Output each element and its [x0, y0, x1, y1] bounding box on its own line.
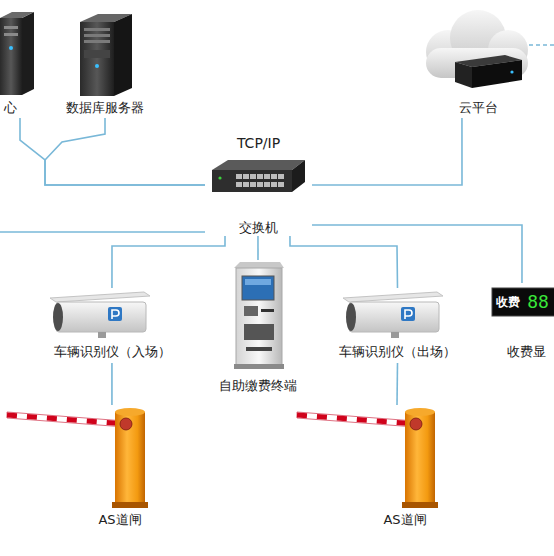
server-side [114, 14, 132, 96]
network-connector [312, 225, 522, 283]
camera-node: 车辆识别仪（入场） [45, 288, 180, 363]
kiosk-body [236, 268, 282, 366]
switch-led [218, 176, 221, 179]
network-connector [312, 118, 462, 185]
kiosk-ticket-slot [246, 347, 272, 351]
cloud-box-left [455, 62, 472, 88]
cloud-box-led [510, 70, 513, 73]
switch-top [212, 160, 305, 170]
protocol-heading: TCP/IP [205, 134, 312, 152]
node-label: 车辆识别仪（入场） [45, 344, 180, 360]
network-connector [112, 236, 225, 288]
switch-port [250, 182, 256, 187]
switch-port [278, 174, 284, 179]
kiosk-base [234, 364, 284, 369]
switch-port [236, 182, 242, 187]
kiosk-cap [234, 262, 284, 268]
display-caption: 收费 [493, 294, 523, 310]
barrier-icon [7, 408, 148, 508]
network-connector [396, 363, 398, 405]
kiosk-panel [244, 324, 274, 340]
computer-drive [4, 33, 18, 36]
network-connector [257, 236, 259, 260]
barrier-node: AS道闸 [295, 405, 445, 532]
kiosk-node: 自助缴费终端 [214, 260, 302, 396]
switch-port [264, 174, 270, 179]
camera-icon [343, 292, 443, 338]
network-connector [20, 118, 205, 185]
switch-port [257, 182, 263, 187]
computer-led [9, 46, 13, 50]
computer-case-side [22, 12, 34, 95]
server-led [95, 64, 99, 68]
switch-port [257, 174, 263, 179]
node-label: 云平台 [448, 100, 508, 116]
computer-icon [0, 12, 34, 95]
node-label: 收费显 [499, 344, 554, 360]
server-front [80, 22, 114, 96]
server-bay [84, 34, 110, 37]
server-node: 数据库服务器 [60, 8, 150, 118]
switch-port [264, 182, 270, 187]
switch-port [243, 174, 249, 179]
kiosk-icon [234, 262, 284, 369]
node-label: 交换机 [205, 220, 312, 236]
network-wire [0, 231, 205, 233]
switch-port [243, 182, 249, 187]
kiosk-screen [242, 276, 274, 300]
switch-side [292, 160, 305, 192]
computer-node: 心 [0, 8, 40, 118]
network-connector [290, 236, 398, 288]
computer-case-top [0, 12, 34, 18]
computer-drive [4, 26, 18, 29]
switch-port [236, 174, 242, 179]
switch-port [278, 182, 284, 187]
server-bay [84, 28, 110, 31]
fee-display-screen [492, 288, 554, 316]
connector-layer [20, 118, 522, 405]
node-label: 车辆识别仪（出场） [330, 344, 465, 360]
server-icon [80, 14, 132, 96]
node-label: 自助缴费终端 [214, 378, 302, 394]
computer-case-front [0, 18, 22, 95]
camera-icon [50, 292, 150, 338]
barrier-node: AS道闸 [5, 405, 160, 532]
switch-port [271, 182, 277, 187]
node-label: AS道闸 [90, 512, 150, 528]
kiosk-keypad [244, 306, 258, 316]
cloud-box-front [472, 60, 522, 88]
kiosk-screen-glare [245, 279, 271, 285]
switch-node: TCP/IP 交换机 [205, 132, 312, 236]
server-panel [84, 50, 110, 58]
switch-icon [212, 160, 305, 192]
node-label: 心 [0, 100, 20, 116]
network-connector [45, 118, 205, 185]
network-connector [111, 363, 113, 405]
node-label: AS道闸 [375, 512, 435, 528]
switch-front [212, 170, 292, 192]
kiosk-slot [261, 309, 274, 312]
display-node: 收费88 收费显 [485, 283, 554, 363]
switch-port [271, 174, 277, 179]
camera-node: 车辆识别仪（出场） [330, 288, 465, 363]
display-digits: 88 [523, 291, 553, 313]
cloud-icon [426, 10, 528, 88]
barrier-icon [297, 408, 438, 508]
node-label: 数据库服务器 [60, 100, 150, 116]
switch-port [250, 174, 256, 179]
switch-ports [236, 174, 284, 187]
server-bay [84, 40, 110, 43]
cloud-node: 云平台 [400, 8, 550, 118]
